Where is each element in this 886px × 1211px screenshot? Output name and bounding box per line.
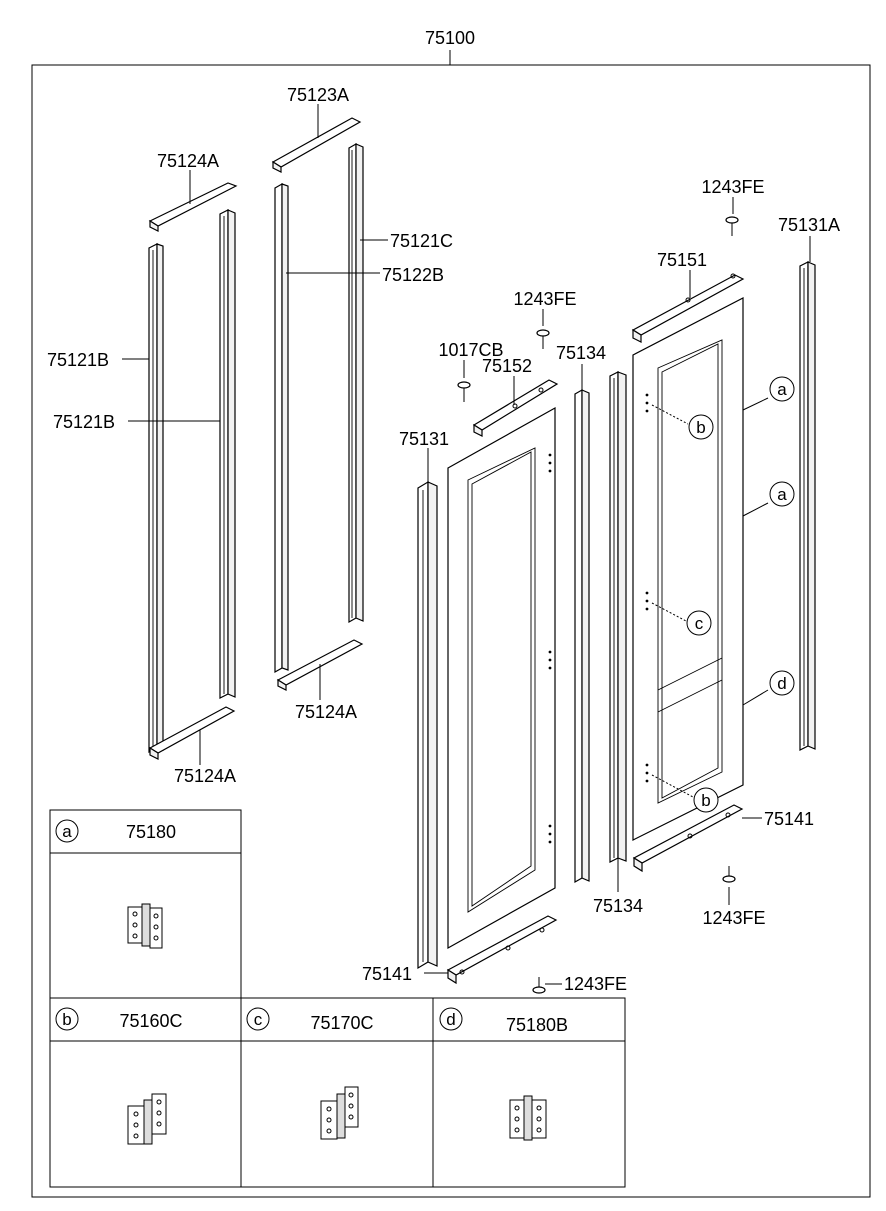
- label-75121B-inner: 75121B: [53, 412, 115, 432]
- screw-1243FE-right-bottom: [722, 866, 736, 883]
- profile-75121B-outer: [148, 243, 164, 753]
- screw-1017CB: [457, 381, 471, 402]
- profile-75134-upper: [574, 388, 590, 884]
- svg-text:a: a: [777, 485, 787, 504]
- screw-1243FE-mid: [536, 329, 550, 349]
- rail-75124A-top: [148, 182, 238, 232]
- rail-75124A-mid: [276, 639, 364, 691]
- svg-text:c: c: [695, 614, 704, 633]
- label-75131A: 75131A: [778, 215, 840, 235]
- label-75124A-bottom: 75124A: [174, 766, 236, 786]
- callout-c-1: c: [686, 610, 712, 636]
- label-1243FE-right-bottom: 1243FE: [702, 908, 765, 928]
- label-75124A-top: 75124A: [157, 151, 219, 171]
- assembly-label: 75100: [425, 28, 475, 48]
- legend-table: [49, 809, 626, 1188]
- legend-letter-c: c: [254, 1010, 263, 1029]
- hinge-icon: [509, 1095, 547, 1141]
- legend-part-75160C: 75160C: [119, 1011, 182, 1031]
- leader-lines: [122, 104, 811, 985]
- screw-1243FE-top-right: [725, 216, 739, 236]
- profile-75131A: [799, 261, 816, 751]
- svg-text:a: a: [777, 380, 787, 399]
- rail-75141-right: [632, 804, 744, 873]
- legend-part-75180: 75180: [126, 822, 176, 842]
- profile-75122B: [274, 182, 289, 674]
- assembly-frame: [31, 64, 871, 1198]
- label-75151: 75151: [657, 250, 707, 270]
- callout-a-1: a: [769, 376, 795, 402]
- label-75121B-outer: 75121B: [47, 350, 109, 370]
- label-75141-right: 75141: [764, 809, 814, 829]
- profile-75121B-inner: [219, 209, 236, 699]
- door-panel-rear: [632, 297, 744, 841]
- callout-b-2: b: [693, 787, 719, 813]
- label-1017CB: 1017CB: [438, 340, 503, 360]
- callout-a-2: a: [769, 481, 795, 507]
- label-75134-lower: 75134: [593, 896, 643, 916]
- label-1243FE-mid: 1243FE: [513, 289, 576, 309]
- door-panel-front: [447, 406, 556, 950]
- legend-letter-d: d: [446, 1010, 455, 1029]
- label-75141-left: 75141: [362, 964, 412, 984]
- legend-letter-b: b: [62, 1010, 71, 1029]
- svg-text:d: d: [777, 674, 786, 693]
- screw-1243FE-bottom: [532, 977, 546, 994]
- label-75152: 75152: [482, 356, 532, 376]
- hinge-icon: [127, 1093, 167, 1145]
- callout-d-1: d: [769, 670, 795, 696]
- rail-75141-left: [446, 915, 558, 985]
- rail-75123A: [271, 117, 362, 173]
- profile-75134-lower: [609, 371, 627, 863]
- rail-75124A-bottom: [148, 706, 236, 760]
- svg-text:b: b: [696, 418, 705, 437]
- callout-b-1: b: [688, 414, 714, 440]
- legend-part-75170C: 75170C: [310, 1013, 373, 1033]
- legend-part-75180B: 75180B: [506, 1015, 568, 1035]
- hinge-icon: [127, 903, 163, 949]
- label-75121C: 75121C: [390, 231, 453, 251]
- label-75134-upper: 75134: [556, 343, 606, 363]
- legend-letter-a: a: [62, 822, 72, 841]
- label-1243FE-top-right: 1243FE: [701, 177, 764, 197]
- label-75124A-mid: 75124A: [295, 702, 357, 722]
- profile-75121C: [348, 142, 364, 624]
- hinge-icon: [320, 1086, 359, 1140]
- svg-text:b: b: [701, 791, 710, 810]
- legend-cell-a: a 75180: [55, 819, 176, 949]
- rail-75152: [472, 379, 559, 437]
- label-1243FE-bottom: 1243FE: [564, 974, 627, 994]
- label-75123A: 75123A: [287, 85, 349, 105]
- legend-cell-d: d 75180B: [439, 1007, 568, 1141]
- label-75131: 75131: [399, 429, 449, 449]
- label-75122B: 75122B: [382, 265, 444, 285]
- legend-cell-c: c 75170C: [246, 1007, 374, 1140]
- legend-cell-b: b 75160C: [55, 1007, 183, 1145]
- profile-75131: [417, 480, 438, 970]
- rail-75151: [631, 273, 745, 343]
